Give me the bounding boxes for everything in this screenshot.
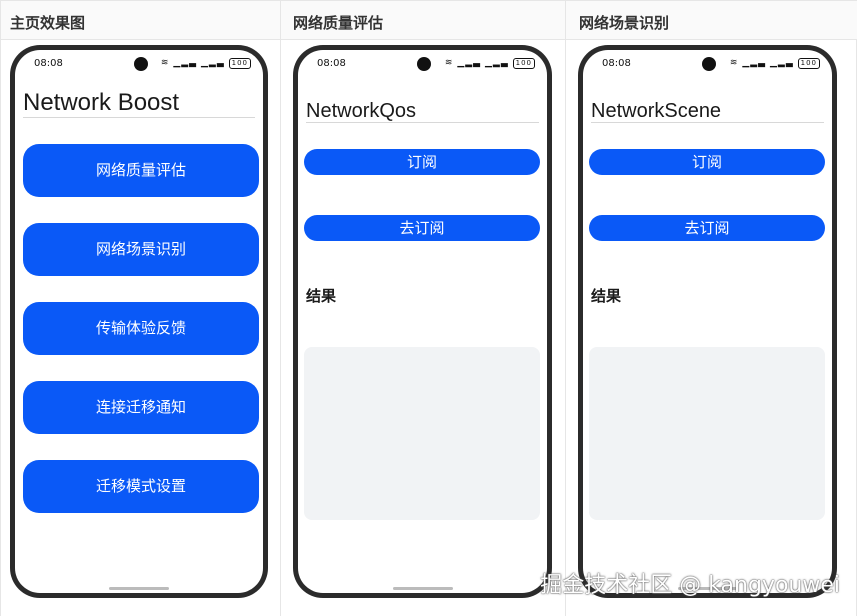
status-icons: ≋ ▁▂▃ ▁▂▃ 100 [445,58,535,69]
transmission-feedback-button[interactable]: 传输体验反馈 [23,302,259,355]
battery-icon: 100 [797,58,820,69]
subscribe-button[interactable]: 订阅 [589,149,825,175]
wifi-icon: ≋ [729,58,739,68]
signal-icon: ▁▂▃ [173,58,198,68]
column-header-scene: 网络场景识别 [579,14,670,32]
result-panel [304,347,540,520]
camera-cutout [134,57,148,71]
status-bar: 08:08 ≋ ▁▂▃ ▁▂▃ 100 [583,57,832,72]
signal-icon: ▁▂▃ [769,58,794,68]
camera-cutout [417,57,431,71]
wifi-icon: ≋ [160,58,170,68]
page-title: NetworkQos [306,100,417,122]
page-title: NetworkScene [591,100,722,122]
connection-migration-button[interactable]: 连接迁移通知 [23,381,259,434]
status-icons: ≋ ▁▂▃ ▁▂▃ 100 [730,58,820,69]
result-label: 结果 [306,287,337,305]
battery-icon: 100 [228,58,251,69]
phone-screen: 08:08 ≋ ▁▂▃ ▁▂▃ 100 Network Boost 网络质量评估… [15,50,263,593]
phone-screen: 08:08 ≋ ▁▂▃ ▁▂▃ 100 NetworkQos 订阅 去订阅 结果 [298,50,547,593]
network-quality-button[interactable]: 网络质量评估 [23,144,259,197]
status-time: 08:08 [34,58,63,69]
migration-mode-button[interactable]: 迁移模式设置 [23,460,259,513]
result-panel [589,347,825,520]
column-divider [565,0,566,616]
signal-icon: ▁▂▃ [457,58,482,68]
status-time: 08:08 [317,58,346,69]
status-bar: 08:08 ≋ ▁▂▃ ▁▂▃ 100 [298,57,547,72]
signal-icon: ▁▂▃ [742,58,767,68]
battery-icon: 100 [512,58,535,69]
table-header-row: 主页效果图 网络质量评估 网络场景识别 [1,0,857,40]
phone-home: 08:08 ≋ ▁▂▃ ▁▂▃ 100 Network Boost 网络质量评估… [10,45,268,598]
watermark-text: 掘金技术社区 @ kangyouwei [540,573,840,598]
title-divider [23,117,255,118]
home-indicator [392,587,453,590]
phone-network-scene: 08:08 ≋ ▁▂▃ ▁▂▃ 100 NetworkScene 订阅 去订阅 … [578,45,837,598]
home-indicator [109,587,169,590]
column-header-qos: 网络质量评估 [293,14,384,32]
status-bar: 08:08 ≋ ▁▂▃ ▁▂▃ 100 [15,57,263,72]
signal-icon: ▁▂▃ [484,58,509,68]
unsubscribe-button[interactable]: 去订阅 [304,215,540,241]
wifi-icon: ≋ [444,58,454,68]
title-divider [591,122,824,123]
column-header-home: 主页效果图 [10,14,86,32]
phone-screen: 08:08 ≋ ▁▂▃ ▁▂▃ 100 NetworkScene 订阅 去订阅 … [583,50,832,593]
unsubscribe-button[interactable]: 去订阅 [589,215,825,241]
status-time: 08:08 [602,58,631,69]
signal-icon: ▁▂▃ [200,58,225,68]
result-label: 结果 [591,287,622,305]
home-indicator [677,587,738,590]
page-title: Network Boost [23,89,180,116]
network-scene-button[interactable]: 网络场景识别 [23,223,259,276]
phone-network-qos: 08:08 ≋ ▁▂▃ ▁▂▃ 100 NetworkQos 订阅 去订阅 结果 [293,45,552,598]
subscribe-button[interactable]: 订阅 [304,149,540,175]
status-icons: ≋ ▁▂▃ ▁▂▃ 100 [161,58,251,69]
camera-cutout [702,57,716,71]
column-divider [280,0,281,616]
title-divider [306,122,539,123]
